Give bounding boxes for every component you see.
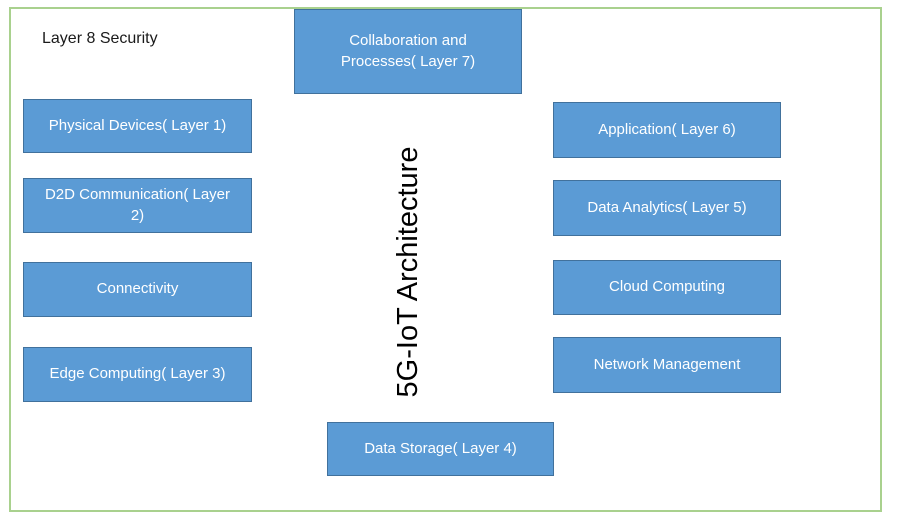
box-physical-devices-layer1: Physical Devices( Layer 1): [23, 99, 252, 153]
box-data-storage-layer4: Data Storage( Layer 4): [327, 422, 554, 476]
diagram-title-vertical: 5G-IoT Architecture: [392, 146, 424, 398]
box-application-layer6: Application( Layer 6): [553, 102, 781, 158]
box-d2d-communication-layer2: D2D Communication( Layer 2): [23, 178, 252, 233]
box-data-analytics-layer5: Data Analytics( Layer 5): [553, 180, 781, 236]
security-layer-label: Layer 8 Security: [42, 30, 158, 47]
box-network-management: Network Management: [553, 337, 781, 393]
box-collaboration-processes-layer7: Collaboration and Processes( Layer 7): [294, 9, 522, 94]
box-edge-computing-layer3: Edge Computing( Layer 3): [23, 347, 252, 402]
box-cloud-computing: Cloud Computing: [553, 260, 781, 315]
box-connectivity: Connectivity: [23, 262, 252, 317]
